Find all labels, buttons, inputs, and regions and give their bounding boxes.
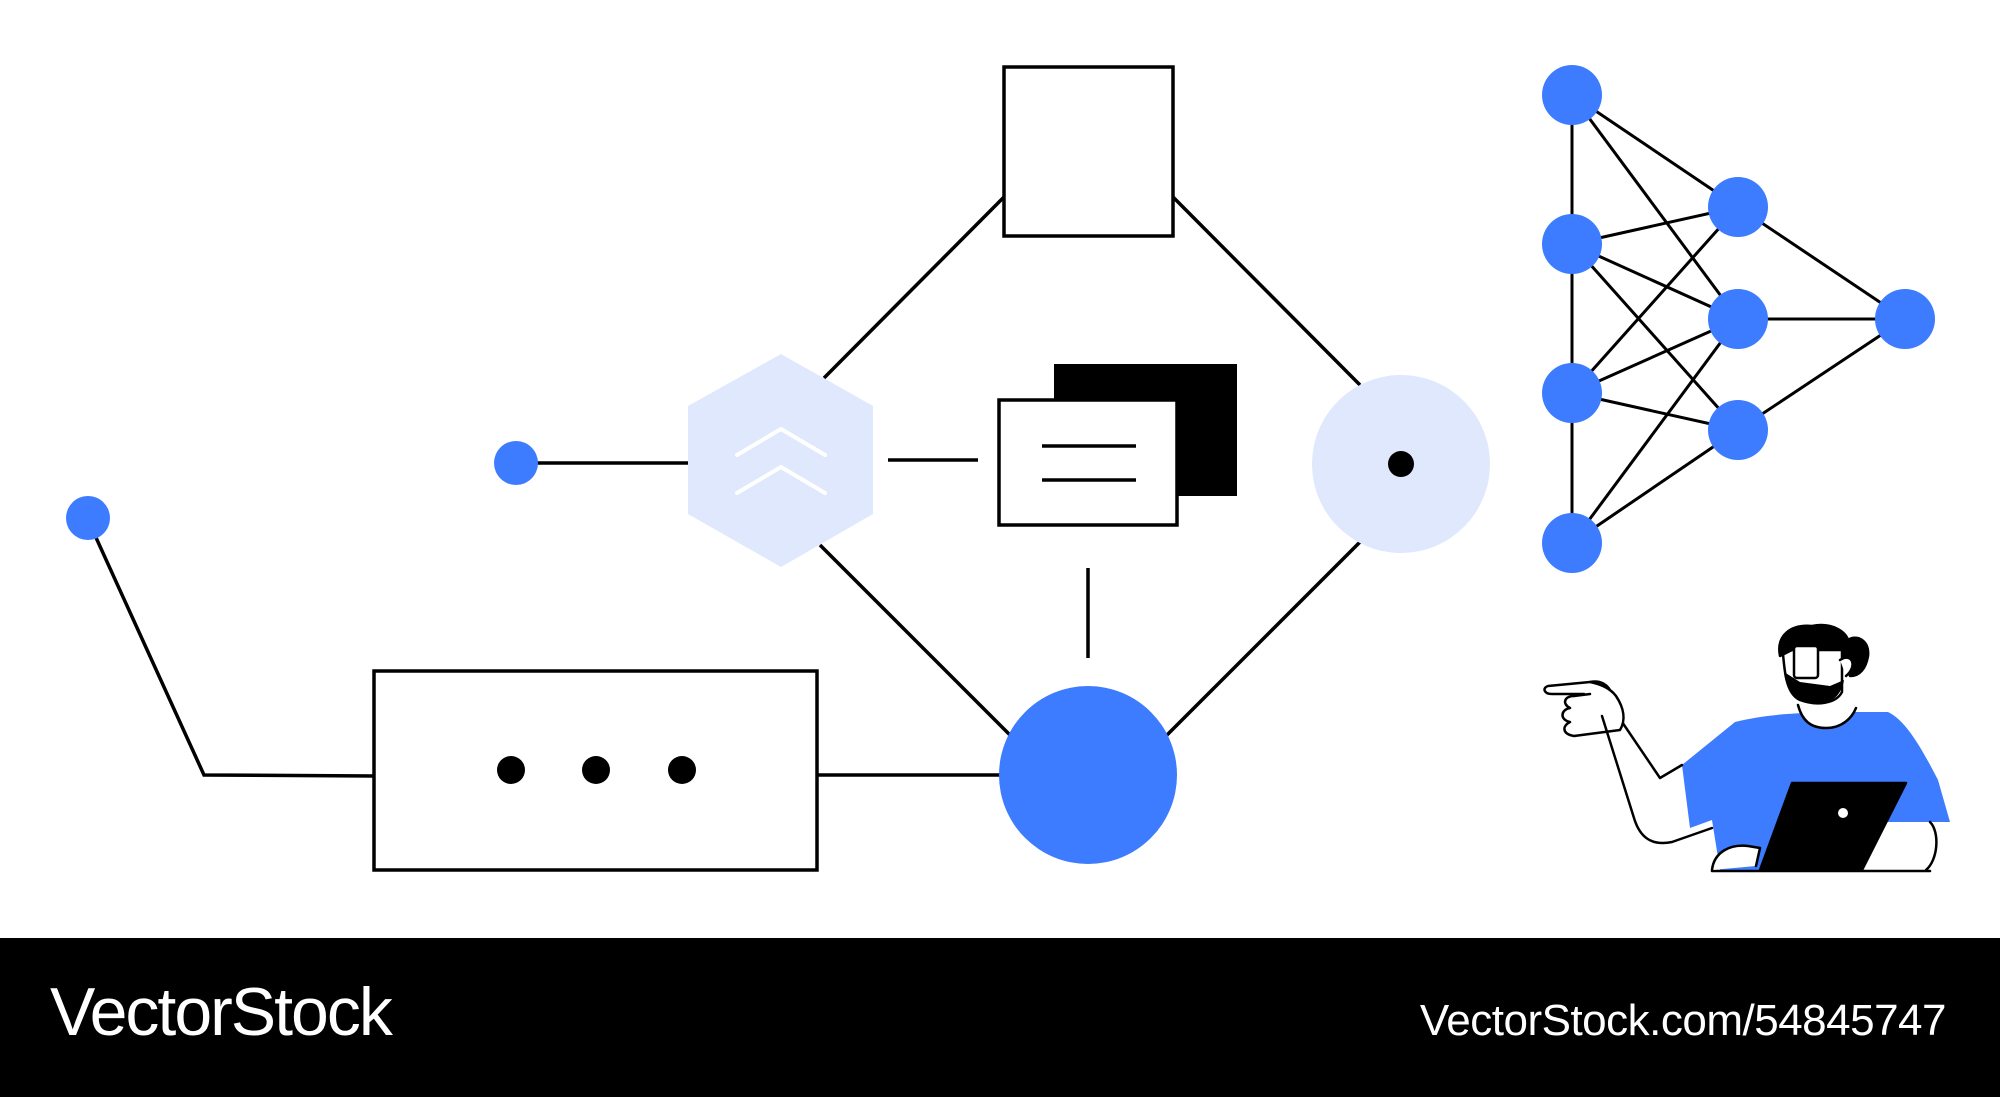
workflow-diagram (66, 65, 1950, 873)
person-glasses (1792, 644, 1820, 680)
nn-input-node (1542, 363, 1602, 423)
nn-hidden-node (1708, 177, 1768, 237)
chevrons-up-icon (688, 354, 873, 567)
person-lower-arm (1600, 714, 1714, 845)
nn-edge (1570, 94, 1740, 320)
connector-square-hexagon (822, 195, 1006, 380)
ellipsis-icon (372, 669, 819, 872)
person-hair (1778, 623, 1870, 678)
ellipsis-dot-2 (582, 756, 610, 784)
endpoint-dot-middle (494, 441, 538, 485)
nn-edge (1571, 93, 1739, 209)
chair-back (1924, 820, 1938, 872)
nn-hidden-node (1708, 289, 1768, 349)
laptop-camera (1838, 808, 1848, 818)
nn-edge (1737, 317, 1906, 432)
brand-logo[interactable]: VectorStock (50, 974, 393, 1050)
nn-edge (1737, 205, 1906, 321)
target-center (1388, 451, 1414, 477)
connector-hexagon-circle (818, 543, 1014, 739)
connector-target-circle (1163, 540, 1362, 739)
ellipsis-dot-3 (668, 756, 696, 784)
chevron-lower (735, 465, 827, 495)
connector-dot-box (86, 519, 375, 778)
neural-network-nodes (1542, 65, 1935, 573)
document-stack-icon (997, 364, 1237, 527)
connector-square-target (1171, 195, 1362, 387)
nn-edge (1571, 428, 1739, 545)
nn-edge (1570, 243, 1740, 431)
neural-network (1542, 65, 1935, 573)
person-ear (1838, 656, 1854, 678)
nn-input-node (1542, 214, 1602, 274)
nn-output-node (1875, 289, 1935, 349)
diagram-connectors (86, 195, 1362, 778)
nn-edge (1570, 318, 1740, 544)
top-square-node (1002, 65, 1175, 238)
target-dot-icon (1312, 375, 1490, 553)
nn-edge (1570, 206, 1740, 394)
person-with-laptop (1543, 623, 1950, 873)
chevron-upper (735, 427, 827, 457)
ellipsis-dot-1 (497, 756, 525, 784)
nn-edge (1571, 317, 1739, 395)
endpoint-dot-left (66, 496, 110, 540)
nn-edge (1571, 242, 1739, 321)
hexagon-node (688, 354, 873, 567)
nn-hidden-node (1708, 400, 1768, 460)
person-pointing-hand (1561, 680, 1625, 738)
nn-input-node (1542, 65, 1602, 125)
footer-bar: VectorStock VectorStock.com/54845747 (0, 938, 2000, 1097)
nn-input-node (1542, 513, 1602, 573)
person-beard (1784, 672, 1844, 704)
central-blue-node (999, 686, 1177, 864)
person-typing-hand (1710, 844, 1762, 872)
document-front (997, 398, 1179, 527)
person-neck (1796, 703, 1858, 730)
brand-url[interactable]: VectorStock.com/54845747 (1419, 996, 1947, 1045)
